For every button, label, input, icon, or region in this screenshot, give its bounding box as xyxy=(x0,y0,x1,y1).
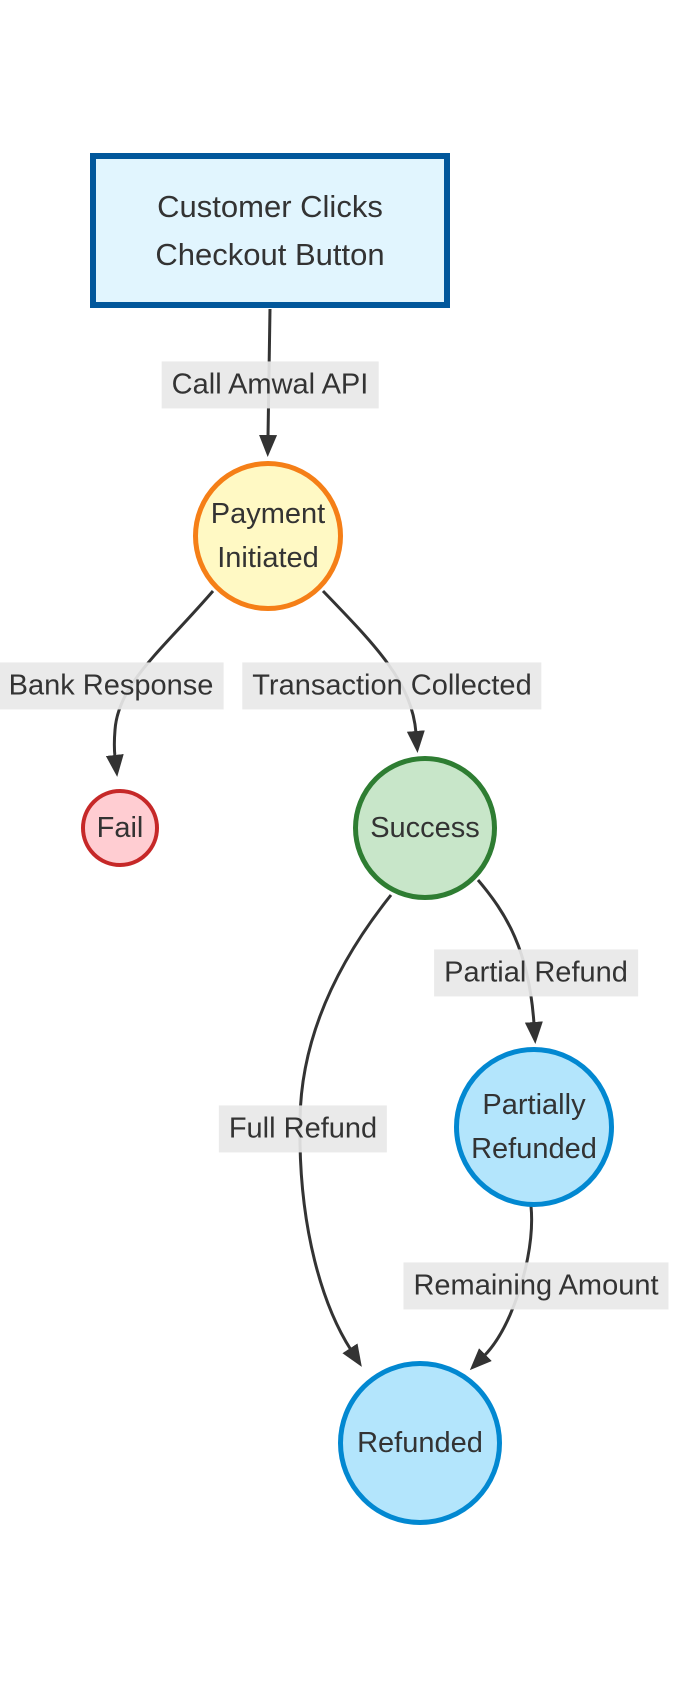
node-label: Partially xyxy=(482,1088,586,1121)
edge-payment-to-fail-line xyxy=(105,590,215,777)
node-label: Customer Clicks xyxy=(157,189,383,225)
edge-label-full-refund: Full Refund xyxy=(218,1105,388,1153)
edge-label-bank-response: Bank Response xyxy=(0,662,224,710)
node-payment-initiated: Payment Initiated xyxy=(193,461,343,611)
node-label: Fail xyxy=(96,811,144,844)
edge-label-remaining-amount: Remaining Amount xyxy=(403,1262,669,1310)
node-refunded: Refunded xyxy=(338,1361,502,1525)
node-label: Payment xyxy=(210,497,326,530)
node-label: Refunded xyxy=(357,1426,483,1459)
edge-label-call-amwal-api: Call Amwal API xyxy=(161,361,379,409)
node-label: Checkout Button xyxy=(155,236,385,272)
node-label: Initiated xyxy=(217,542,319,574)
node-label: Refunded xyxy=(471,1133,597,1165)
edge-success-to-partial-line xyxy=(476,879,543,1044)
edge-partial-to-refunded-line xyxy=(469,1205,534,1371)
node-success: Success xyxy=(353,756,497,900)
node-label: Success xyxy=(370,811,480,844)
node-customer-clicks-checkout: Customer Clicks Checkout Button xyxy=(90,153,450,308)
edge-label-transaction-collected: Transaction Collected xyxy=(242,662,542,710)
node-fail: Fail xyxy=(81,789,159,867)
node-partially-refunded: Partially Refunded xyxy=(454,1047,614,1207)
edge-label-partial-refund: Partial Refund xyxy=(434,949,638,997)
